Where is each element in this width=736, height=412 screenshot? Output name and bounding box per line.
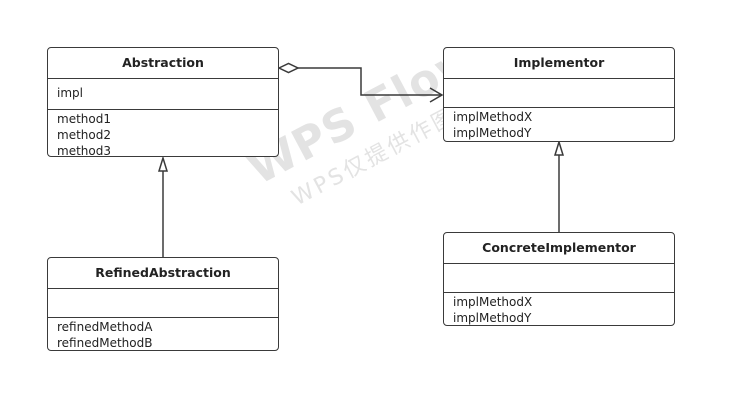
methods-implementor: implMethodX implMethodY: [444, 108, 674, 141]
methods-abstraction: method1 method2 method3: [48, 110, 278, 157]
method-refinedmethoda: refinedMethodA: [57, 320, 153, 334]
aggregation-diamond: [277, 62, 300, 74]
attributes-refined-abstraction: [48, 289, 278, 318]
class-concrete-implementor[interactable]: ConcreteImplementor implMethodX implMeth…: [443, 232, 675, 326]
method-implmethodx: implMethodX: [453, 295, 533, 309]
attribute-impl: impl: [57, 86, 83, 100]
attributes-implementor: [444, 79, 674, 108]
method-implmethody: implMethodY: [453, 311, 532, 325]
method-implmethodx: implMethodX: [453, 110, 533, 124]
method-implmethody: implMethodY: [453, 126, 532, 140]
class-name-concrete-implementor: ConcreteImplementor: [444, 233, 674, 264]
attributes-concrete-implementor: [444, 264, 674, 293]
method-method3: method3: [57, 144, 111, 157]
class-name-abstraction: Abstraction: [48, 48, 278, 79]
method-method2: method2: [57, 128, 111, 142]
aggregation-arrowhead: [429, 87, 444, 103]
class-name-implementor: Implementor: [444, 48, 674, 79]
aggregation-line: [298, 67, 442, 96]
class-abstraction[interactable]: Abstraction impl method1 method2 method3: [47, 47, 279, 157]
class-name-refined-abstraction: RefinedAbstraction: [48, 258, 278, 289]
methods-concrete-implementor: implMethodX implMethodY: [444, 293, 674, 325]
attributes-abstraction: impl: [48, 79, 278, 110]
methods-refined-abstraction: refinedMethodA refinedMethodB: [48, 318, 278, 350]
class-refined-abstraction[interactable]: RefinedAbstraction refinedMethodA refine…: [47, 257, 279, 351]
method-method1: method1: [57, 112, 111, 126]
inheritance-triangle-refined: [157, 155, 169, 172]
method-refinedmethodb: refinedMethodB: [57, 336, 153, 350]
inheritance-triangle-concrete: [553, 139, 565, 156]
class-implementor[interactable]: Implementor implMethodX implMethodY: [443, 47, 675, 142]
